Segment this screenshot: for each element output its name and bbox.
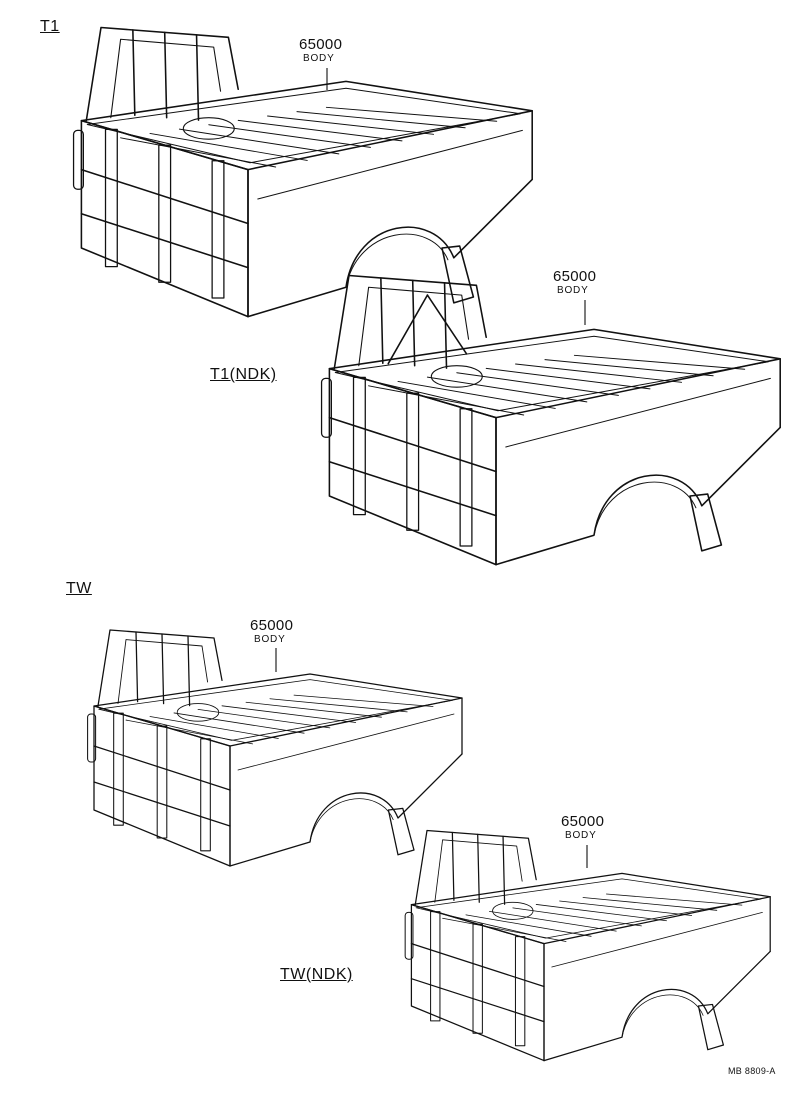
part-name-tw: BODY xyxy=(254,634,286,645)
part-number-tw-ndk: 65000 xyxy=(561,813,605,830)
bed-drawing-t1-ndk xyxy=(320,274,781,566)
bed-drawing-tw-ndk xyxy=(404,829,771,1062)
section-label-tw: TW xyxy=(66,580,92,597)
part-name-t1-ndk: BODY xyxy=(557,285,589,296)
part-number-t1: 65000 xyxy=(299,36,343,53)
section-label-t1-ndk: T1(NDK) xyxy=(210,366,277,383)
bed-drawing-tw xyxy=(87,629,463,867)
part-name-t1: BODY xyxy=(303,53,335,64)
part-name-tw-ndk: BODY xyxy=(565,830,597,841)
bed-drawing-t1 xyxy=(72,26,533,318)
section-label-tw-ndk: TW(NDK) xyxy=(280,966,353,983)
section-label-t1: T1 xyxy=(40,18,60,35)
part-number-tw: 65000 xyxy=(250,617,294,634)
diagram-code: MB 8809-A xyxy=(728,1066,776,1076)
part-number-t1-ndk: 65000 xyxy=(553,268,597,285)
